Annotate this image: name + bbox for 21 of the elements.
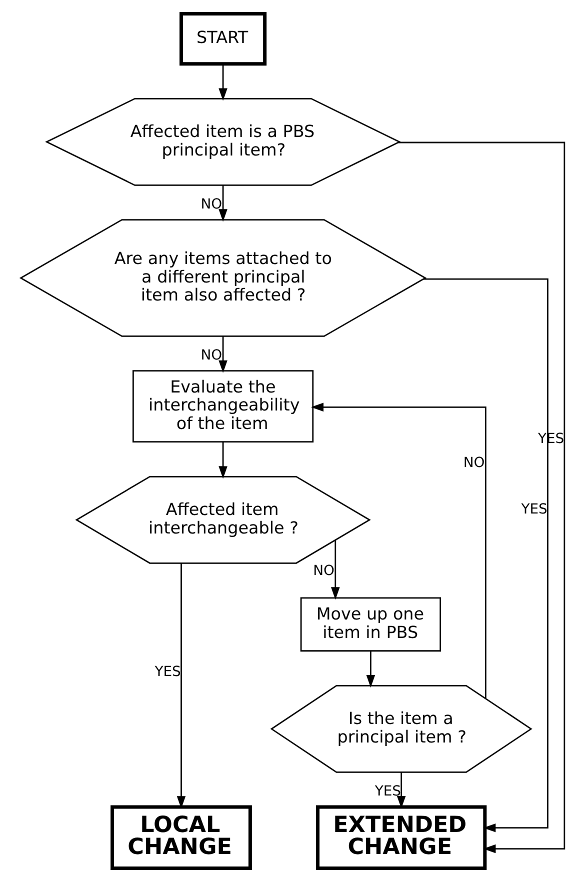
edge-label: YES <box>374 784 402 800</box>
arrow <box>366 651 376 688</box>
edge-label: NO <box>200 196 222 213</box>
arrow <box>218 185 228 222</box>
node-box: Evaluate the interchangeability of the item <box>132 370 314 443</box>
arrow <box>218 442 228 479</box>
edge-label: NO <box>463 455 485 472</box>
node-box: Move up one item in PBS <box>300 597 442 652</box>
arrow <box>218 64 228 101</box>
edge-label: NO <box>313 563 334 580</box>
arrow <box>331 540 340 600</box>
node-box: EXTENDED CHANGE <box>316 805 487 870</box>
node-box: START <box>180 12 267 66</box>
edge-label: YES <box>154 664 181 680</box>
edge-label: YES <box>521 502 548 518</box>
arrow <box>218 336 228 373</box>
edge-label: NO <box>200 348 222 364</box>
arrow <box>424 278 548 832</box>
node-box: LOCAL CHANGE <box>110 805 252 870</box>
arrow <box>398 142 566 854</box>
arrow <box>310 402 486 698</box>
